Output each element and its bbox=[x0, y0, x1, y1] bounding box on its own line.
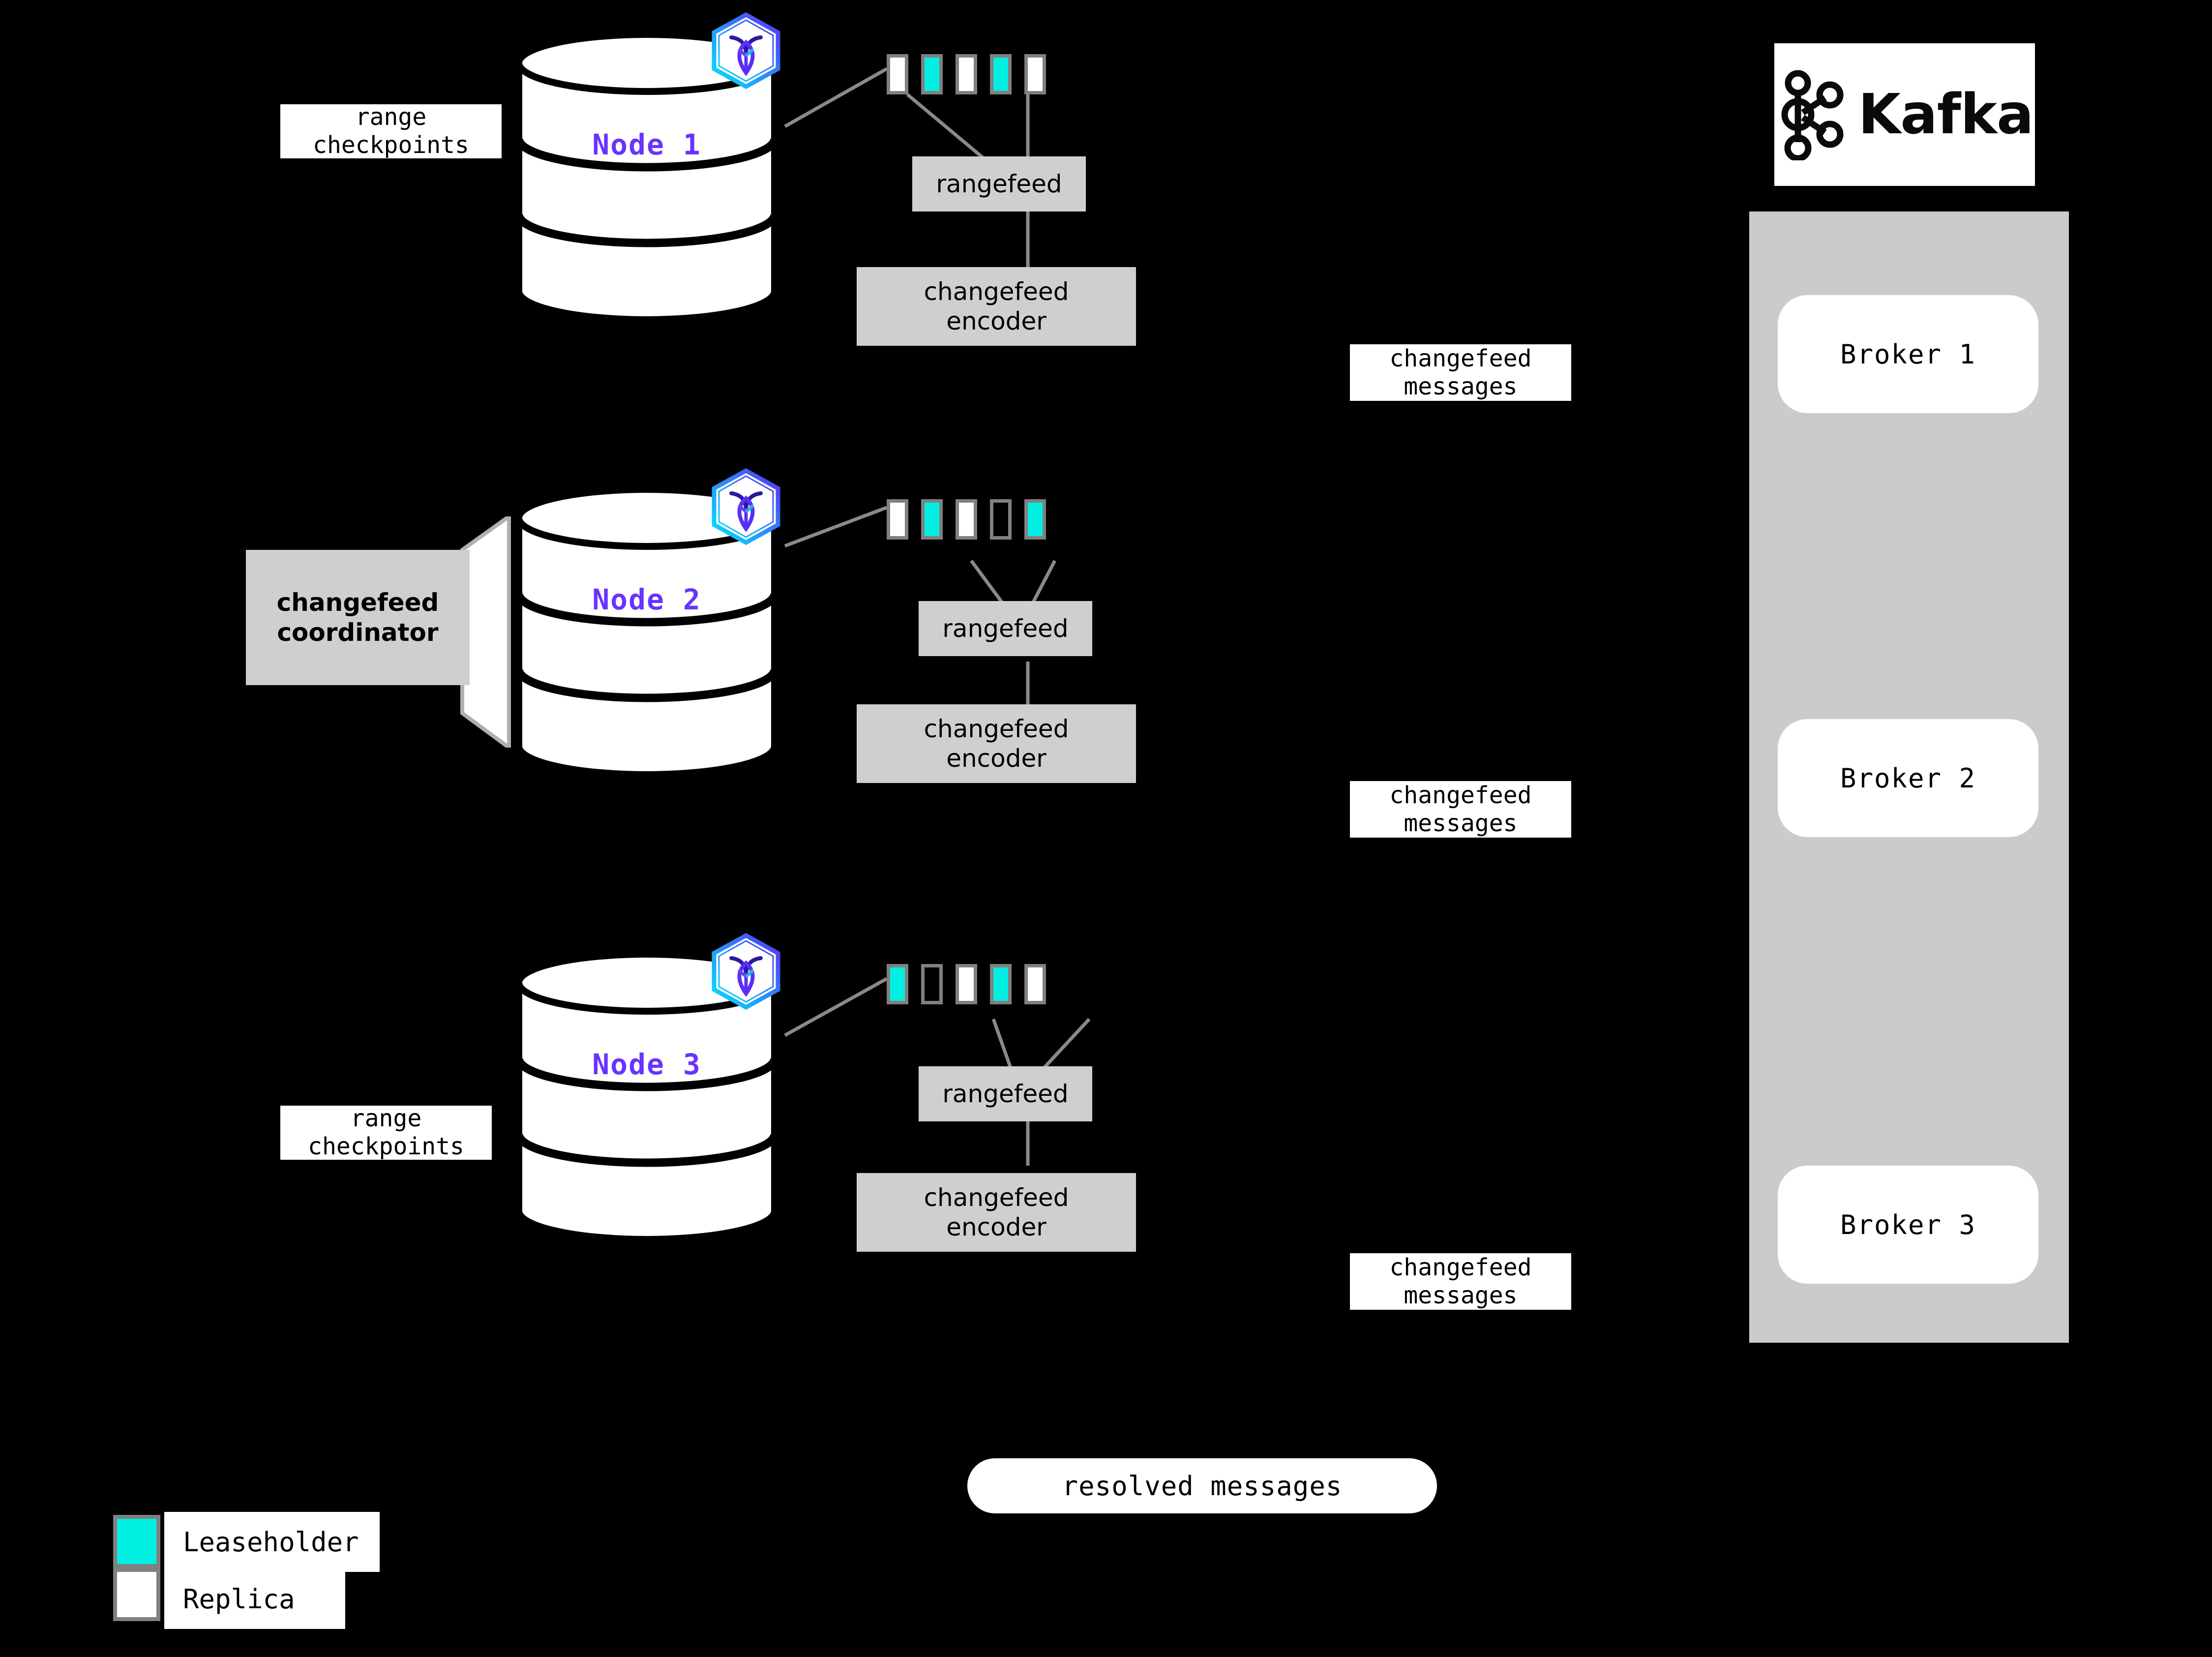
broker-label: Broker 3 bbox=[1840, 1209, 1976, 1240]
node-1-cylinder[interactable]: Node 1 bbox=[514, 30, 779, 325]
changefeed-messages-label-3: changefeed messages bbox=[1350, 1253, 1571, 1310]
changefeed-coordinator-label: changefeed coordinator bbox=[276, 588, 439, 647]
range-box[interactable] bbox=[1024, 964, 1046, 1004]
changefeed-messages-text: changefeed messages bbox=[1389, 344, 1532, 400]
node-1-range-row bbox=[887, 54, 1059, 94]
changefeed-messages-text: changefeed messages bbox=[1389, 1253, 1532, 1309]
legend-swatch-leaseholder bbox=[113, 1515, 160, 1568]
kafka-logo: Kafka bbox=[1774, 43, 2035, 186]
broker-1[interactable]: Broker 1 bbox=[1778, 295, 2038, 413]
cockroachdb-logo-icon-node1 bbox=[704, 9, 788, 92]
broker-label: Broker 2 bbox=[1840, 762, 1976, 794]
changefeed-coordinator-box[interactable]: changefeed coordinator bbox=[246, 550, 470, 685]
changefeed-encoder-label: changefeed encoder bbox=[924, 277, 1069, 335]
range-box[interactable] bbox=[1024, 54, 1046, 94]
legend-swatch-replica bbox=[113, 1568, 160, 1621]
rangefeed-box-node2[interactable]: rangefeed bbox=[919, 601, 1092, 656]
cockroachdb-logo-icon-node2 bbox=[704, 465, 788, 548]
legend-text: Leaseholder bbox=[183, 1526, 359, 1558]
resolved-messages-label: resolved messages bbox=[1062, 1470, 1343, 1502]
range-box[interactable] bbox=[956, 964, 977, 1004]
changefeed-encoder-box-node3[interactable]: changefeed encoder bbox=[857, 1173, 1136, 1252]
node-3-cylinder[interactable]: Node 3 bbox=[514, 949, 779, 1244]
legend-label-replica: Replica bbox=[164, 1569, 345, 1629]
range-checkpoints-label-node1: range checkpoints bbox=[280, 103, 502, 159]
range-box[interactable] bbox=[921, 499, 943, 540]
range-box[interactable] bbox=[921, 964, 943, 1004]
range-box[interactable] bbox=[921, 54, 943, 94]
range-box[interactable] bbox=[990, 964, 1012, 1004]
range-box[interactable] bbox=[956, 54, 977, 94]
node-2-range-row bbox=[887, 499, 1059, 540]
broker-label: Broker 1 bbox=[1840, 338, 1976, 370]
changefeed-encoder-box-node2[interactable]: changefeed encoder bbox=[857, 704, 1136, 783]
range-checkpoints-label-node3: range checkpoints bbox=[280, 1105, 492, 1160]
resolved-messages-pill[interactable]: resolved messages bbox=[967, 1458, 1437, 1513]
range-checkpoints-text: range checkpoints bbox=[313, 103, 469, 159]
changefeed-messages-label-1: changefeed messages bbox=[1350, 344, 1571, 401]
range-box[interactable] bbox=[956, 499, 977, 540]
range-box[interactable] bbox=[887, 964, 908, 1004]
range-box[interactable] bbox=[1024, 499, 1046, 540]
cockroachdb-logo-icon-node3 bbox=[704, 930, 788, 1013]
rangefeed-label: rangefeed bbox=[936, 170, 1062, 198]
node-3-label: Node 3 bbox=[592, 1048, 701, 1081]
range-box[interactable] bbox=[990, 499, 1012, 540]
node-2-cylinder[interactable]: Node 2 bbox=[514, 484, 779, 780]
changefeed-encoder-box-node1[interactable]: changefeed encoder bbox=[857, 267, 1136, 346]
broker-3[interactable]: Broker 3 bbox=[1778, 1166, 2038, 1284]
changefeed-encoder-label: changefeed encoder bbox=[924, 1183, 1069, 1241]
range-box[interactable] bbox=[887, 499, 908, 540]
range-box[interactable] bbox=[990, 54, 1012, 94]
legend-label-leaseholder: Leaseholder bbox=[164, 1512, 380, 1572]
changefeed-messages-text: changefeed messages bbox=[1389, 781, 1532, 837]
range-box[interactable] bbox=[887, 54, 908, 94]
legend-text: Replica bbox=[183, 1583, 295, 1615]
node-1-label: Node 1 bbox=[592, 128, 701, 161]
kafka-wordmark: Kafka bbox=[1858, 83, 2033, 147]
rangefeed-box-node3[interactable]: rangefeed bbox=[919, 1066, 1092, 1121]
node-3-range-row bbox=[887, 964, 1059, 1004]
changefeed-messages-label-2: changefeed messages bbox=[1350, 781, 1571, 838]
rangefeed-label: rangefeed bbox=[942, 1080, 1069, 1108]
node-2-label: Node 2 bbox=[592, 583, 701, 616]
legend: Leaseholder Replica bbox=[113, 1512, 418, 1633]
range-checkpoints-text: range checkpoints bbox=[308, 1105, 464, 1160]
rangefeed-label: rangefeed bbox=[942, 614, 1069, 643]
kafka-icon bbox=[1781, 70, 1844, 160]
broker-2[interactable]: Broker 2 bbox=[1778, 719, 2038, 837]
rangefeed-box-node1[interactable]: rangefeed bbox=[912, 156, 1086, 211]
changefeed-encoder-label: changefeed encoder bbox=[924, 715, 1069, 773]
